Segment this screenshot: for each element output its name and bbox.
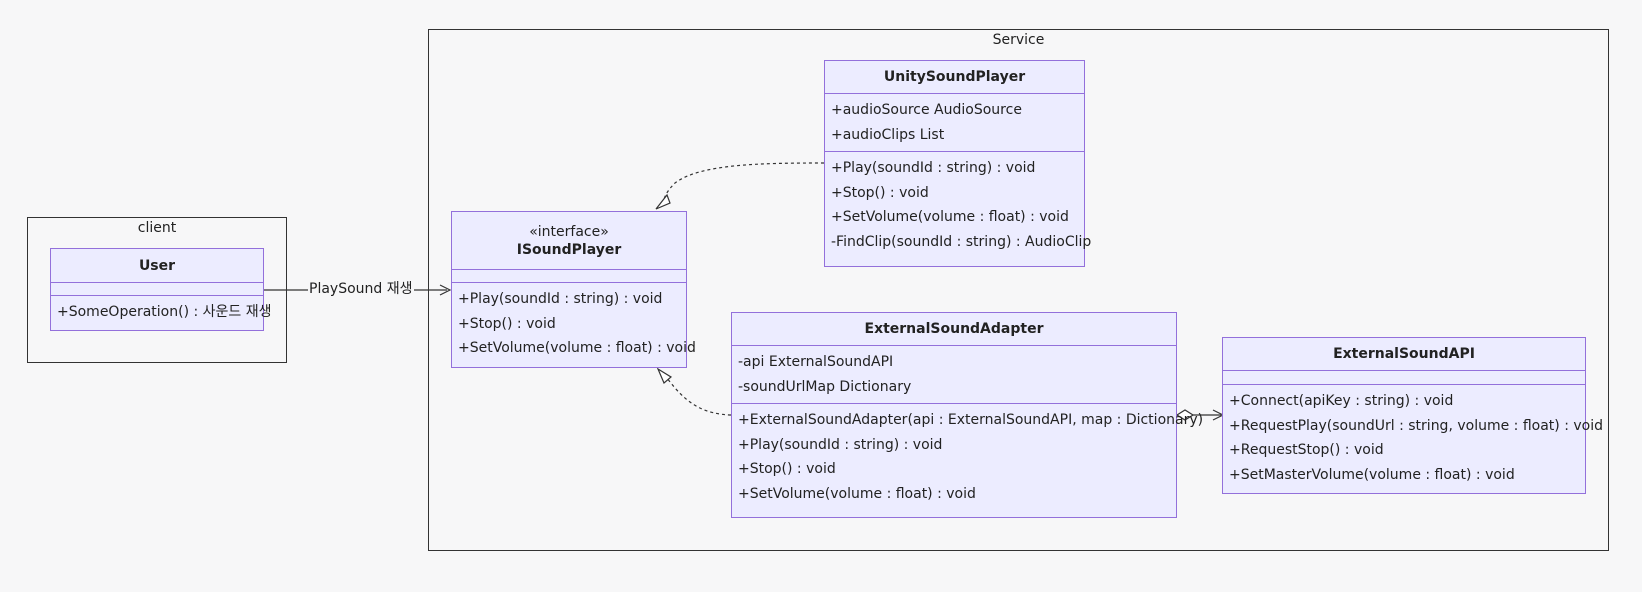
- class-unitysoundplayer: UnitySoundPlayer +audioSource AudioSourc…: [824, 60, 1092, 267]
- class-externalsoundadapter: ExternalSoundAdapter -api ExternalSoundA…: [731, 312, 1204, 518]
- class-externalsoundapi-methods: +Connect(apiKey : string) : void +Reques…: [1223, 385, 1603, 491]
- class-externalsoundadapter-methods: +ExternalSoundAdapter(api : ExternalSoun…: [732, 404, 1204, 510]
- association-label: PlaySound 재생: [308, 280, 414, 298]
- method-item: +SetVolume(volume : float) : void: [458, 340, 696, 356]
- class-unitysoundplayer-header: UnitySoundPlayer: [825, 61, 1084, 94]
- method-item: +Stop() : void: [738, 461, 836, 477]
- class-externalsoundapi: ExternalSoundAPI +Connect(apiKey : strin…: [1222, 337, 1603, 494]
- class-isoundplayer-header: «interface» ISoundPlayer: [452, 212, 686, 270]
- class-unitysoundplayer-name: UnitySoundPlayer: [883, 69, 1026, 85]
- attribute-item: -soundUrlMap Dictionary: [738, 378, 912, 395]
- realization-adapter-isoundplayer: [664, 375, 732, 416]
- attribute-item: +audioSource AudioSource: [831, 102, 1022, 118]
- class-user-header: User: [51, 249, 263, 283]
- method-item: +SomeOperation() : 사운드 재생: [57, 304, 272, 320]
- package-client-title: client: [137, 220, 177, 236]
- method-item: +SetMasterVolume(volume : float) : void: [1229, 466, 1515, 483]
- package-service-title: Service: [992, 32, 1045, 48]
- method-item: +Stop() : void: [831, 184, 929, 201]
- class-isoundplayer: «interface» ISoundPlayer +Play(soundId :…: [451, 211, 696, 368]
- class-externalsoundapi-attributes: [1223, 371, 1585, 385]
- method-item: +ExternalSoundAdapter(api : ExternalSoun…: [738, 412, 1204, 428]
- class-externalsoundapi-header: ExternalSoundAPI: [1223, 338, 1585, 371]
- class-externalsoundapi-name: ExternalSoundAPI: [1333, 346, 1475, 362]
- method-item: +RequestPlay(soundUrl : string, volume :…: [1229, 417, 1603, 434]
- class-externalsoundadapter-attributes: -api ExternalSoundAPI -soundUrlMap Dicti…: [732, 346, 1176, 404]
- class-user: User +SomeOperation() : 사운드 재생: [50, 248, 272, 331]
- method-item: +Stop() : void: [458, 315, 556, 332]
- class-user-name: User: [138, 257, 176, 274]
- class-unitysoundplayer-attributes: +audioSource AudioSource +audioClips Lis…: [825, 94, 1084, 152]
- method-item: +RequestStop() : void: [1229, 442, 1384, 458]
- realization-arrowhead-bottom: [656, 367, 673, 384]
- association-arrowhead: [439, 284, 452, 296]
- class-externalsoundadapter-header: ExternalSoundAdapter: [732, 313, 1176, 346]
- method-item: -FindClip(soundId : string) : AudioClip: [831, 233, 1092, 250]
- realization-unity-isoundplayer: [662, 162, 825, 205]
- package-client: client: [27, 217, 287, 363]
- realization-arrowhead-top: [655, 193, 671, 210]
- method-item: +SetVolume(volume : float) : void: [738, 485, 976, 502]
- class-isoundplayer-attributes: [452, 270, 686, 283]
- class-isoundplayer-name: ISoundPlayer: [516, 241, 622, 258]
- method-item: +Play(soundId : string) : void: [738, 436, 943, 453]
- class-user-attributes: [51, 283, 263, 296]
- method-item: +Play(soundId : string) : void: [831, 160, 1036, 176]
- class-isoundplayer-methods: +Play(soundId : string) : void +Stop() :…: [452, 283, 696, 365]
- attribute-item: -api ExternalSoundAPI: [738, 354, 894, 370]
- method-item: +SetVolume(volume : float) : void: [831, 209, 1069, 225]
- class-unitysoundplayer-methods: +Play(soundId : string) : void +Stop() :…: [825, 152, 1092, 258]
- class-externalsoundadapter-name: ExternalSoundAdapter: [864, 321, 1044, 337]
- interface-stereotype: «interface»: [529, 223, 609, 240]
- package-service: Service: [428, 29, 1609, 551]
- method-item: +Play(soundId : string) : void: [458, 291, 663, 307]
- attribute-item: +audioClips List: [831, 126, 945, 143]
- method-item: +Connect(apiKey : string) : void: [1229, 393, 1454, 409]
- class-user-methods: +SomeOperation() : 사운드 재생: [51, 296, 272, 329]
